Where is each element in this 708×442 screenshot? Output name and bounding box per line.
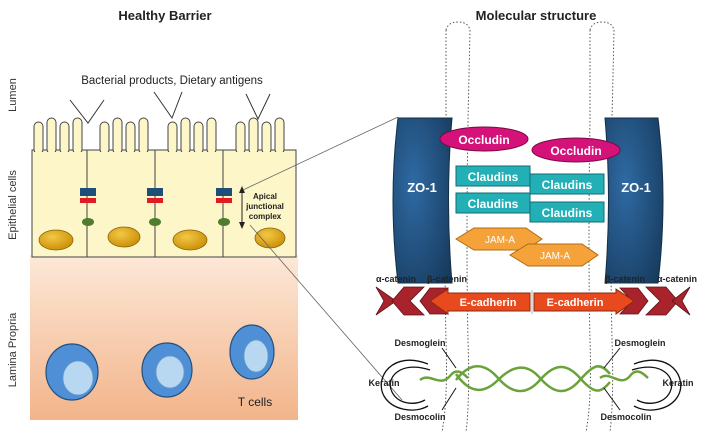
- t-cells: [45, 324, 275, 401]
- beta-catenin-left-label: β-catenin: [427, 274, 467, 284]
- lumen-label: Lumen: [7, 78, 19, 112]
- e-cadherin-1-label: E-cadherin: [460, 297, 517, 309]
- ajc-label-complex: complex: [249, 212, 282, 221]
- alpha-catenin-right-label: α-catenin: [657, 274, 697, 284]
- lamina-propria-label: Lamina Propria: [7, 312, 19, 387]
- ajc-label-apical: Apical: [253, 192, 277, 201]
- catenin-chevrons: [375, 286, 691, 316]
- zo1-left: ZO-1: [392, 117, 453, 284]
- zo1-right: ZO-1: [604, 117, 664, 284]
- zo1-left-label: ZO-1: [407, 180, 437, 195]
- ajc-annotation: Apical junctional complex: [239, 186, 284, 229]
- desmosome-pointers: [441, 347, 621, 411]
- left-panel-title: Healthy Barrier: [118, 8, 211, 23]
- epithelial-cells-label: Epithelial cells: [7, 170, 19, 240]
- alpha-catenin-left-label: α-catenin: [376, 274, 416, 284]
- desmoglein-right-label: Desmoglein: [614, 338, 665, 348]
- epithelial-layer: [31, 117, 297, 258]
- claudin-label-1: Claudins: [468, 170, 519, 184]
- jam-a-1: JAM-A: [455, 227, 543, 251]
- antigens-label: Bacterial products, Dietary antigens: [81, 75, 263, 87]
- keratin-right-label: Keratin: [662, 378, 693, 388]
- jam-a-2: JAM-A: [509, 243, 599, 267]
- desmocolin-right-label: Desmocolin: [600, 412, 651, 422]
- ajc-label-junctional: junctional: [245, 202, 284, 211]
- occludin-1: Occludin: [439, 126, 529, 152]
- zo1-right-label: ZO-1: [621, 180, 651, 195]
- occludin-1-label: Occludin: [458, 133, 509, 147]
- epithelial-nuclei: [38, 226, 286, 251]
- t-cells-label: T cells: [238, 395, 272, 409]
- right-panel-title: Molecular structure: [476, 8, 597, 23]
- junction-markers: [80, 188, 232, 226]
- keratin-fibers: [380, 359, 682, 411]
- claudin-label-2: Claudins: [542, 178, 593, 192]
- occludin-2-label: Occludin: [550, 144, 601, 158]
- e-cadherin-2-label: E-cadherin: [547, 297, 604, 309]
- e-cadherin: E-cadherin E-cadherin: [429, 288, 635, 315]
- microvilli: [33, 117, 285, 155]
- claudin-blocks: Claudins Claudins Claudins Claudins: [455, 165, 605, 223]
- desmocolin-left-label: Desmocolin: [394, 412, 445, 422]
- jam-a-1-label: JAM-A: [485, 235, 515, 246]
- keratin-left-label: Keratin: [368, 378, 399, 388]
- beta-catenin-right-label: β-catenin: [605, 274, 645, 284]
- desmosome-strands: [419, 365, 649, 393]
- claudin-label-3: Claudins: [468, 197, 519, 211]
- claudin-label-4: Claudins: [542, 206, 593, 220]
- antigen-arrows: [69, 91, 271, 124]
- occludin-2: Occludin: [531, 137, 621, 163]
- jam-a-2-label: JAM-A: [540, 251, 570, 262]
- zoom-connector: [242, 116, 403, 401]
- desmoglein-left-label: Desmoglein: [394, 338, 445, 348]
